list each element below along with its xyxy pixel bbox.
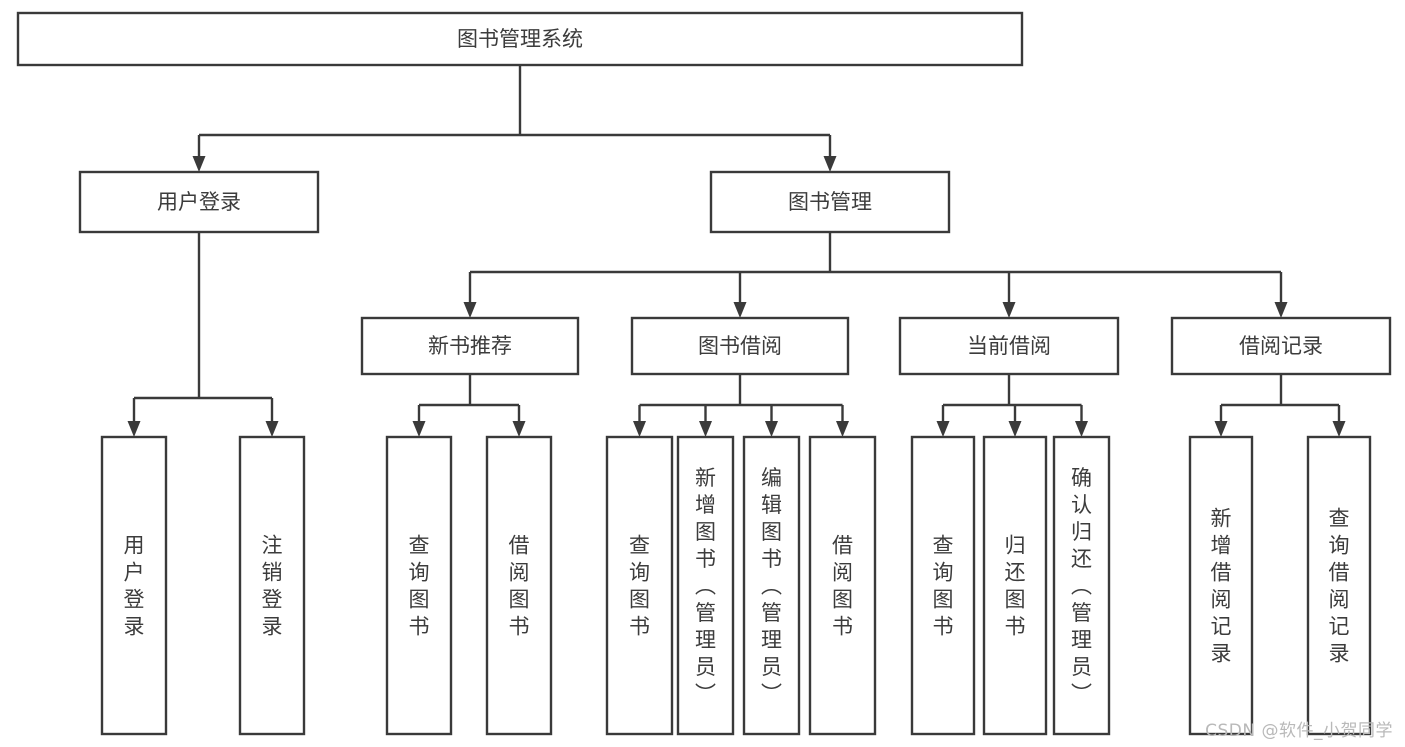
node-l_logout[interactable]: 注销登录 bbox=[238, 435, 306, 736]
node-label-vertical: 用户登录 bbox=[124, 534, 145, 639]
node-box bbox=[385, 435, 453, 736]
node-box bbox=[1188, 435, 1254, 736]
node-l_query_book_b[interactable]: 查询图书 bbox=[605, 435, 674, 736]
node-n_borrow[interactable]: 图书借阅 bbox=[630, 316, 850, 376]
node-l_edit_book[interactable]: 编辑图书︵管理员︶ bbox=[742, 435, 801, 736]
node-box bbox=[808, 435, 877, 736]
node-label-vertical: 编辑图书︵管理员︶ bbox=[761, 466, 782, 706]
arrow-head-icon bbox=[412, 421, 426, 437]
node-label: 借阅记录 bbox=[1239, 334, 1323, 358]
node-box bbox=[100, 435, 168, 736]
node-box bbox=[485, 435, 553, 736]
node-label: 图书管理 bbox=[788, 190, 872, 214]
node-box bbox=[78, 170, 320, 234]
arrow-head-icon bbox=[1002, 302, 1016, 318]
node-l_query_record[interactable]: 查询借阅记录 bbox=[1306, 435, 1372, 736]
arrow-head-icon bbox=[699, 421, 712, 437]
node-label: 图书管理系统 bbox=[457, 27, 583, 51]
arrow-head-icon bbox=[633, 421, 646, 437]
node-label-vertical: 借阅图书 bbox=[509, 534, 530, 639]
node-n_records[interactable]: 借阅记录 bbox=[1170, 316, 1392, 376]
node-l_add_book[interactable]: 新增图书︵管理员︶ bbox=[676, 435, 735, 736]
node-label-vertical: 新增图书︵管理员︶ bbox=[695, 466, 716, 706]
node-layer: 图书管理系统用户登录图书管理新书推荐图书借阅当前借阅借阅记录用户登录注销登录查询… bbox=[16, 11, 1392, 736]
arrow-head-icon bbox=[463, 302, 477, 318]
node-label: 用户登录 bbox=[157, 190, 241, 214]
node-label-vertical: 确认归还︵管理员︶ bbox=[1071, 466, 1092, 706]
node-box bbox=[238, 435, 306, 736]
node-box bbox=[982, 435, 1048, 736]
node-box bbox=[1306, 435, 1372, 736]
node-l_borrow_book_b[interactable]: 借阅图书 bbox=[808, 435, 877, 736]
node-label: 当前借阅 bbox=[967, 334, 1051, 358]
node-box bbox=[1052, 435, 1111, 736]
connector-layer bbox=[127, 65, 1346, 437]
node-box bbox=[1170, 316, 1392, 376]
node-n_current[interactable]: 当前借阅 bbox=[898, 316, 1120, 376]
arrow-head-icon bbox=[1008, 421, 1022, 437]
arrow-head-icon bbox=[1274, 302, 1288, 318]
node-box bbox=[898, 316, 1120, 376]
node-label-vertical: 归还图书 bbox=[1005, 534, 1026, 639]
node-label-vertical: 新增借阅记录 bbox=[1211, 507, 1232, 666]
node-l_borrow_book_a[interactable]: 借阅图书 bbox=[485, 435, 553, 736]
arrow-head-icon bbox=[512, 421, 526, 437]
node-root[interactable]: 图书管理系统 bbox=[16, 11, 1024, 67]
arrow-head-icon bbox=[1214, 421, 1228, 437]
node-label-vertical: 借阅图书 bbox=[832, 534, 853, 639]
node-box bbox=[16, 11, 1024, 67]
node-label-vertical: 查询图书 bbox=[629, 534, 650, 639]
node-box bbox=[742, 435, 801, 736]
node-l_confirm_return[interactable]: 确认归还︵管理员︶ bbox=[1052, 435, 1111, 736]
node-l_add_record[interactable]: 新增借阅记录 bbox=[1188, 435, 1254, 736]
node-l_query_book_a[interactable]: 查询图书 bbox=[385, 435, 453, 736]
node-label: 图书借阅 bbox=[698, 334, 782, 358]
node-box bbox=[630, 316, 850, 376]
node-n_user_login[interactable]: 用户登录 bbox=[78, 170, 320, 234]
arrow-head-icon bbox=[936, 421, 950, 437]
node-n_book_mgmt[interactable]: 图书管理 bbox=[709, 170, 951, 234]
arrow-head-icon bbox=[265, 421, 279, 437]
arrow-head-icon bbox=[733, 302, 747, 318]
node-l_query_book_c[interactable]: 查询图书 bbox=[910, 435, 976, 736]
node-label-vertical: 查询图书 bbox=[409, 534, 430, 639]
node-box bbox=[605, 435, 674, 736]
node-box bbox=[676, 435, 735, 736]
node-label-vertical: 查询借阅记录 bbox=[1329, 507, 1350, 666]
arrow-head-icon bbox=[1075, 421, 1088, 437]
node-label: 新书推荐 bbox=[428, 334, 512, 358]
node-l_return_book[interactable]: 归还图书 bbox=[982, 435, 1048, 736]
arrow-head-icon bbox=[823, 156, 837, 172]
node-l_user_login[interactable]: 用户登录 bbox=[100, 435, 168, 736]
arrow-head-icon bbox=[836, 421, 849, 437]
arrow-head-icon bbox=[127, 421, 141, 437]
node-label-vertical: 查询图书 bbox=[933, 534, 954, 639]
node-label-vertical: 注销登录 bbox=[262, 534, 283, 639]
arrow-head-icon bbox=[1332, 421, 1346, 437]
node-box bbox=[360, 316, 580, 376]
arrow-head-icon bbox=[765, 421, 778, 437]
node-box bbox=[709, 170, 951, 234]
node-n_new_rec[interactable]: 新书推荐 bbox=[360, 316, 580, 376]
node-box bbox=[910, 435, 976, 736]
arrow-head-icon bbox=[192, 156, 206, 172]
